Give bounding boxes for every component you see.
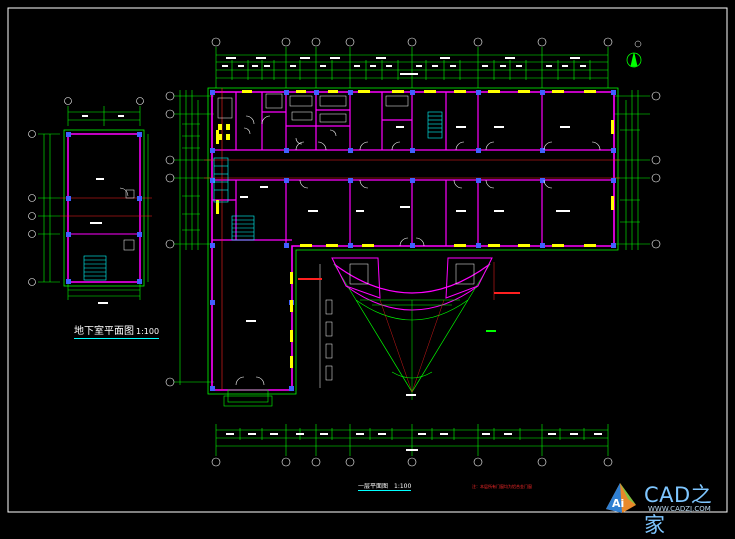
axis-bubble-7 <box>537 37 547 47</box>
axis-bubble-D <box>165 155 175 165</box>
axis-bubble-1 <box>211 37 221 47</box>
first-floor-title-text: 一层平面图 <box>358 483 389 490</box>
axis-bubble-6 <box>473 37 483 47</box>
axis-bubble-8 <box>603 37 613 47</box>
stair-icon <box>213 111 443 241</box>
bottom-axis-bubbles <box>211 457 613 467</box>
top-dimension-chain <box>215 47 609 88</box>
drawing-border <box>7 7 728 513</box>
bottom-dimension-chain <box>215 424 609 456</box>
top-axis-bubbles <box>211 37 613 47</box>
axis-bubble-F <box>165 91 175 101</box>
cad-drawing-canvas <box>7 7 728 513</box>
logo-badge-text: Ai <box>612 497 624 510</box>
axis-bubble-4 <box>345 37 355 47</box>
first-floor-plan <box>204 87 620 407</box>
first-floor-scale-text: 1:100 <box>394 483 412 490</box>
bottom-dimension-text <box>226 433 602 451</box>
north-label-icon <box>634 40 642 48</box>
axis-bubble-2 <box>281 37 291 47</box>
left-axis-bubbles <box>165 91 175 387</box>
cadzj-logo-badge-icon: Ai <box>606 483 636 513</box>
door-window-note: 注：本层所有门窗均为铝合金门窗 <box>472 484 532 489</box>
basement-plan <box>28 97 152 304</box>
curved-entrance-fan <box>298 257 520 400</box>
basement-title-text: 地下室平面图 <box>74 326 134 337</box>
top-dimension-text <box>222 57 586 75</box>
north-arrow-icon <box>626 52 642 68</box>
axis-bubble-C <box>165 173 175 183</box>
logo-url: WWW.CADZJ.COM <box>648 505 711 513</box>
axis-bubble-B <box>165 239 175 249</box>
left-dimension-chain <box>174 90 214 385</box>
cadzj-logo: Ai CAD之家 WWW.CADZJ.COM <box>600 478 730 537</box>
axis-bubble-3 <box>311 37 321 47</box>
right-axis-bubbles <box>651 91 661 249</box>
first-floor-plan-title: 一层平面图 1:100 <box>358 481 412 491</box>
right-dimension-chain <box>614 90 650 250</box>
axis-bubble-A <box>165 377 175 387</box>
basement-scale-text: 1:100 <box>136 327 160 336</box>
axis-bubble-5 <box>407 37 417 47</box>
axis-bubble-E <box>165 109 175 119</box>
